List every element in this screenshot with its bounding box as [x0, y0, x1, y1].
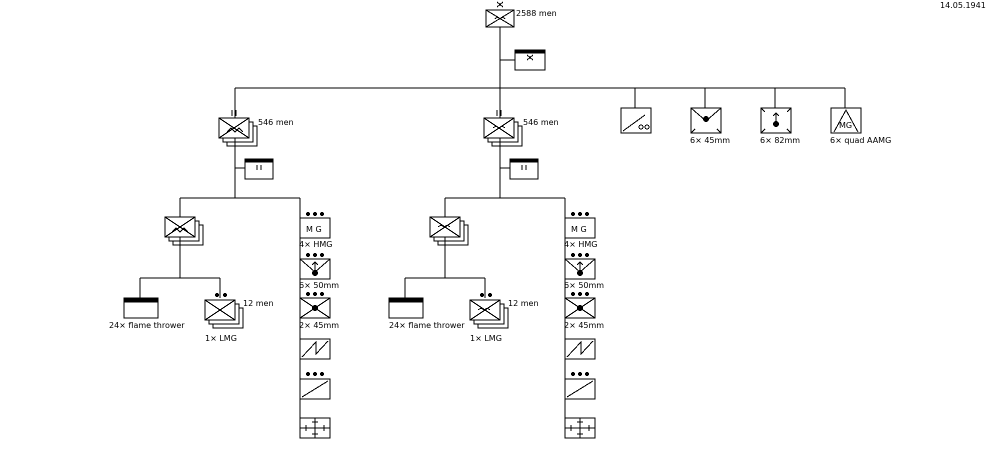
left-at-caption: 2× 45mm [299, 321, 339, 330]
aa-mg-label: MG [839, 121, 852, 130]
anti-tank-artillery-symbol [620, 107, 652, 134]
transport-company-1-symbol [299, 372, 331, 400]
battalion-2-symbol [429, 210, 469, 246]
mortar-company-1-symbol [299, 253, 331, 280]
left-mortar-caption: 6× 50mm [299, 281, 339, 290]
medical-company-2-symbol [564, 417, 596, 439]
battalion-1-symbol [164, 210, 204, 246]
right-mortar-caption: 6× 50mm [564, 281, 604, 290]
date-label: 14.05.1941 [940, 1, 986, 10]
regiment-1-symbol [218, 110, 258, 147]
hmg-company-2-symbol: M G [564, 212, 596, 239]
flame-thrower-unit-2-symbol [388, 297, 424, 319]
flame-thrower-unit-1-symbol [123, 297, 159, 319]
division-hq-unit-symbol [514, 49, 546, 71]
left-flame-caption: 24× flame thrower [109, 321, 185, 330]
support-82mm-caption: 6× 82mm [760, 136, 800, 145]
right-at-caption: 2× 45mm [564, 321, 604, 330]
anti-tank-gun-45mm-symbol [690, 107, 722, 134]
support-45mm-caption: 6× 45mm [690, 136, 730, 145]
right-flame-caption: 24× flame thrower [389, 321, 465, 330]
regiment-1-strength: 546 men [258, 118, 294, 127]
division-strength: 2588 men [516, 9, 557, 18]
mortar-company-2-symbol [564, 253, 596, 280]
hmg-2-mg-label: M G [571, 225, 587, 234]
left-squad-strength: 12 men [243, 299, 274, 308]
transport-company-2-symbol [564, 372, 596, 400]
hmg-company-1-symbol: M G [299, 212, 331, 239]
regiment-1-hq-symbol [244, 158, 274, 180]
mortar-82mm-symbol [760, 107, 792, 134]
rifle-squad-1-symbol [204, 293, 244, 329]
right-squad-strength: 12 men [508, 299, 539, 308]
hmg-1-mg-label: M G [306, 225, 322, 234]
support-aamg-caption: 6× quad AAMG [830, 136, 891, 145]
anti-tank-company-2-symbol [564, 292, 596, 319]
anti-tank-company-1-symbol [299, 292, 331, 319]
rifle-squad-2-symbol [469, 293, 509, 329]
signal-company-2-symbol [564, 338, 596, 360]
left-hmg-caption: 4× HMG [299, 240, 332, 249]
right-hmg-caption: 4× HMG [564, 240, 597, 249]
right-squad-caption: 1× LMG [470, 334, 502, 343]
left-squad-caption: 1× LMG [205, 334, 237, 343]
medical-company-1-symbol [299, 417, 331, 439]
regiment-2-strength: 546 men [523, 118, 559, 127]
anti-aircraft-mg-symbol: MG [830, 107, 862, 134]
regiment-2-symbol [483, 110, 523, 147]
division-hq-symbol [485, 1, 515, 28]
regiment-2-hq-symbol [509, 158, 539, 180]
signal-company-1-symbol [299, 338, 331, 360]
